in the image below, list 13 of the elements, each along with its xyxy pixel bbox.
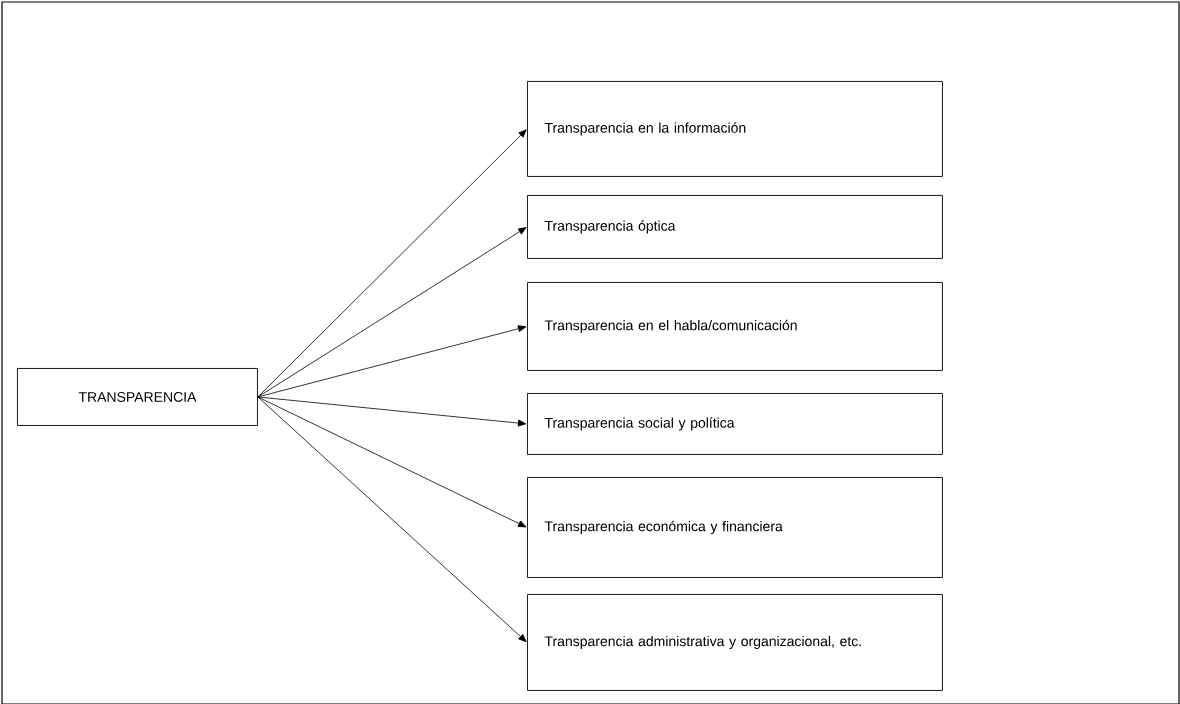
category-box: Transparencia óptica <box>527 195 943 259</box>
category-box: Transparencia económica y financiera <box>527 477 943 578</box>
category-box: Transparencia en la información <box>527 81 943 177</box>
category-box: Transparencia administrativa y organizacional, etc. <box>527 594 943 691</box>
topic-box: TRANSPARENCIA <box>17 368 258 426</box>
category-box: Transparencia en el habla/comunicación <box>527 282 943 371</box>
arrow <box>257 325 527 398</box>
arrow <box>257 227 527 398</box>
arrow <box>257 396 527 427</box>
category-box: Transparencia social y política <box>527 393 943 455</box>
arrow <box>257 129 527 398</box>
arrow <box>257 396 527 643</box>
arrow <box>257 396 527 528</box>
